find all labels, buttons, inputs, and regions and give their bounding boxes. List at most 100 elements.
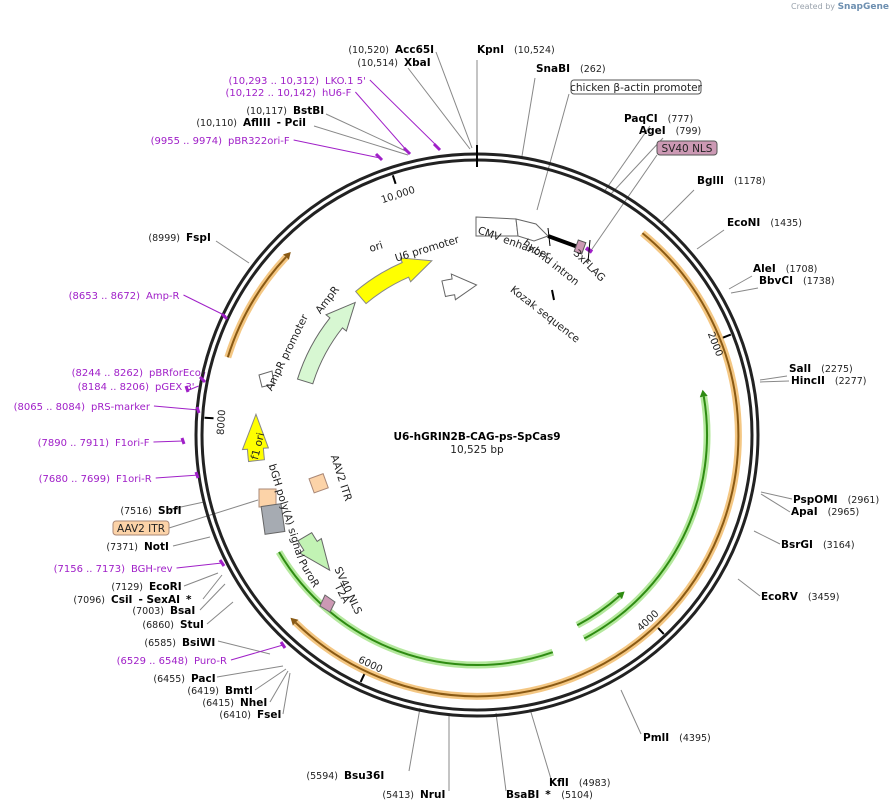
ampr-arrow: [296, 301, 356, 385]
primer-name-pgex-3: pGEX 3': [155, 382, 195, 393]
enzyme-name-paci: PacI: [191, 673, 216, 685]
feature-label-aav2-itr-10: AAV2 ITR: [328, 453, 354, 502]
enzyme-name-bglii: BglII: [697, 175, 724, 187]
connector-alei: [728, 275, 753, 290]
enzyme-name-paqci: PaqCI: [624, 113, 658, 125]
primer-mark-f1ori-r: [194, 471, 200, 479]
cas9-upper-line: [583, 396, 709, 640]
ampr-promoter-arrow: [258, 370, 275, 388]
ori-arrow: [354, 257, 433, 305]
enzyme-name-bstbi: BstBI: [293, 105, 324, 117]
connector-csii: [202, 574, 223, 600]
enzyme-pos-sali: (2275): [821, 364, 853, 375]
primer-range-pbr322ori-f: (9955 .. 9974): [151, 136, 223, 147]
connector-paqci: [603, 125, 651, 193]
connector-pmli: [620, 689, 642, 735]
ampr-orf-line: [226, 256, 287, 358]
enzyme-name-fsei: FseI: [257, 709, 281, 721]
enzyme-pos-csii: (7096): [73, 595, 105, 606]
enzyme-pos-paci: (6455): [153, 674, 185, 685]
primer-mark-prs-marker: [195, 406, 201, 414]
spcas9-orf-line: [294, 232, 740, 698]
watermark-prefix: Created by: [791, 2, 836, 11]
primer-name-puro-r: Puro-R: [194, 656, 227, 667]
enzyme-pos-kpni: (10,524): [514, 45, 555, 56]
enzyme-name-bmti: BmtI: [225, 685, 253, 697]
enzyme-name-pspomi: PspOMI: [793, 494, 838, 506]
cas9-upper-highlight: [582, 396, 711, 642]
enzyme-name-bsabi: BsaBI: [506, 789, 539, 801]
enzyme-name-apai: ApaI: [791, 506, 818, 518]
connector-primer-puro-r: [230, 644, 284, 661]
connector-primer-f1ori-f: [153, 440, 184, 443]
enzyme-pos-xbai: (10,514): [357, 58, 398, 69]
enzyme-name-acc65i: Acc65I: [395, 44, 434, 56]
cas9-inner-line: [576, 595, 621, 627]
primer-mark-pbr322ori-f: [374, 152, 384, 162]
enzyme-pos-snabi: (262): [580, 64, 606, 75]
primer-range-lko-1-5: (10,293 .. 10,312): [229, 76, 320, 87]
connector-nhei: [269, 670, 289, 703]
connector-afliii: [313, 125, 409, 156]
connector-fsei: [282, 672, 291, 715]
enzyme-name-xbai: XbaI: [404, 57, 431, 69]
enzyme-name-stui: StuI: [180, 619, 204, 631]
enzyme-name-ecorv: EcoRV: [761, 591, 799, 603]
connector-apai: [760, 493, 791, 513]
cas9-upper-arrowhead: [699, 389, 708, 398]
enzyme-pos-agei: (799): [676, 126, 702, 137]
primer-name-amp-r: Amp-R: [146, 291, 180, 302]
primer-range-prs-marker: (8065 .. 8084): [14, 402, 86, 413]
primer-name-prs-marker: pRS-marker: [91, 402, 151, 413]
connector-bsrgi: [753, 530, 781, 545]
enzyme-name-noti: NotI: [144, 541, 169, 553]
connector-primer-bgh-rev: [176, 562, 223, 569]
connector-econi: [696, 229, 725, 250]
kozak-marker: [551, 289, 555, 301]
enzyme-pos-apai: (2965): [828, 507, 860, 518]
primer-range-pgex-3: (8184 .. 8206): [78, 382, 150, 393]
connector-bglii: [661, 189, 695, 223]
connector-hincii: [759, 380, 790, 383]
connector-bsai: [199, 583, 226, 611]
connector-fspi: [215, 240, 250, 264]
enzyme-name-bsiwi: BsiWI: [182, 637, 215, 649]
enzyme-star-bsabi: *: [545, 789, 551, 801]
cas9-inner-arrowhead: [616, 591, 625, 600]
enzyme-extra-pcii: - PciI: [277, 117, 306, 129]
enzyme-pos-bsai: (7003): [132, 606, 164, 617]
enzyme-pos-paqci: (777): [668, 114, 694, 125]
connector-stui: [206, 601, 234, 625]
enzyme-name-csii: CsiI: [111, 594, 132, 606]
kozak-tick-a: [547, 227, 551, 247]
enzyme-pos-bsabi: (5104): [561, 790, 593, 801]
connector-paci: [216, 665, 284, 678]
enzyme-name-sbfi: SbfI: [158, 505, 182, 517]
primer-name-bgh-rev: BGH-rev: [131, 564, 173, 575]
aav2-itr-inner-box: [308, 473, 329, 494]
primer-name-lko-1-5: LKO.1 5': [325, 76, 366, 87]
cas9-lower-line: [278, 551, 554, 667]
primer-range-f1ori-f: (7890 .. 7911): [38, 438, 110, 449]
enzyme-pos-bsrgi: (3164): [823, 540, 855, 551]
enzyme-pos-nrui: (5413): [382, 790, 414, 801]
enzyme-pos-noti: (7371): [106, 542, 138, 553]
enzyme-name-kpni: KpnI: [477, 44, 504, 56]
hybrid-intron-box: [515, 218, 549, 242]
enzyme-pos-alei: (1708): [786, 264, 818, 275]
enzyme-pos-pmli: (4395): [679, 733, 711, 744]
tick-mark-2000: [722, 333, 732, 339]
enzyme-pos-ecori: (7129): [111, 582, 143, 593]
primer-mark-hu6-f: [402, 146, 412, 156]
connector-bmti: [254, 668, 287, 691]
primer-mark-bgh-rev: [218, 559, 226, 567]
connector-acc65i: [435, 51, 473, 149]
enzyme-pos-pspomi: (2961): [848, 495, 880, 506]
primer-name-hu6-f: hU6-F: [322, 88, 352, 99]
enzyme-pos-hincii: (2277): [835, 376, 867, 387]
connector-bsabi: [495, 712, 507, 792]
u6-promoter-arrow: [441, 273, 478, 301]
primer-mark-pbrforeco: [198, 375, 207, 384]
boxed-label-chicken-actin-promoter: chicken β-actin promoter: [570, 82, 702, 94]
